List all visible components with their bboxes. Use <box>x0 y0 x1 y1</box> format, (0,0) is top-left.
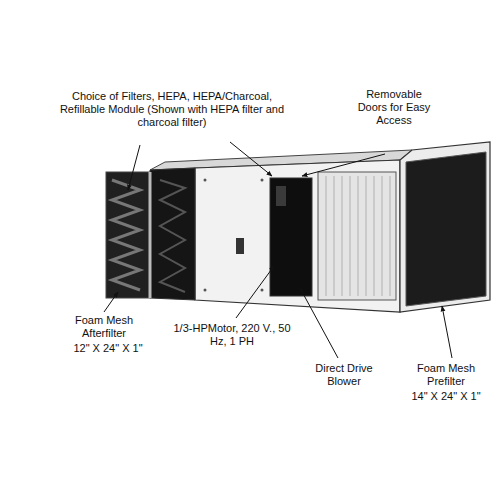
label-text: Direct Drive Blower <box>315 362 372 387</box>
power-switch <box>236 238 244 254</box>
housing-front <box>195 160 400 312</box>
label-text: 12" X 24" X 1" <box>73 342 142 354</box>
part-label: Foam Mesh Afterfilter <box>68 314 140 340</box>
leader-lines <box>104 142 452 358</box>
afterfilter <box>106 172 150 298</box>
hepa-pleats <box>160 180 185 292</box>
label-text: Foam Mesh Afterfilter <box>75 314 133 339</box>
part-label: Choice of Filters, HEPA, HEPA/Charcoal, … <box>54 90 290 129</box>
filter-pleats <box>112 180 140 290</box>
blower-part <box>276 186 286 206</box>
part-label: 12" X 24" X 1" <box>58 342 158 355</box>
label-text: Choice of Filters, HEPA, HEPA/Charcoal, … <box>60 90 284 128</box>
filter-module <box>150 168 195 300</box>
part-label: 1/3-HPMotor, 220 V., 50 Hz, 1 PH <box>173 322 291 348</box>
label-text: 1/3-HPMotor, 220 V., 50 Hz, 1 PH <box>174 322 291 347</box>
label-text: Removable Doors for Easy Access <box>358 88 431 126</box>
door-slats <box>326 176 390 296</box>
part-label: Direct Drive Blower <box>308 362 380 388</box>
label-text: 14" X 24" X 1" <box>411 390 480 402</box>
part-label: Foam Mesh Prefilter <box>406 362 486 388</box>
prefilter-frame <box>400 142 490 312</box>
blower-opening <box>270 178 312 296</box>
label-text: Foam Mesh Prefilter <box>417 362 475 387</box>
module-edge <box>149 172 152 298</box>
removable-door <box>318 172 396 300</box>
part-label: Removable Doors for Easy Access <box>356 88 432 127</box>
prefilter-panel <box>406 152 486 306</box>
part-label: 14" X 24" X 1" <box>396 390 496 403</box>
screws <box>204 179 264 292</box>
